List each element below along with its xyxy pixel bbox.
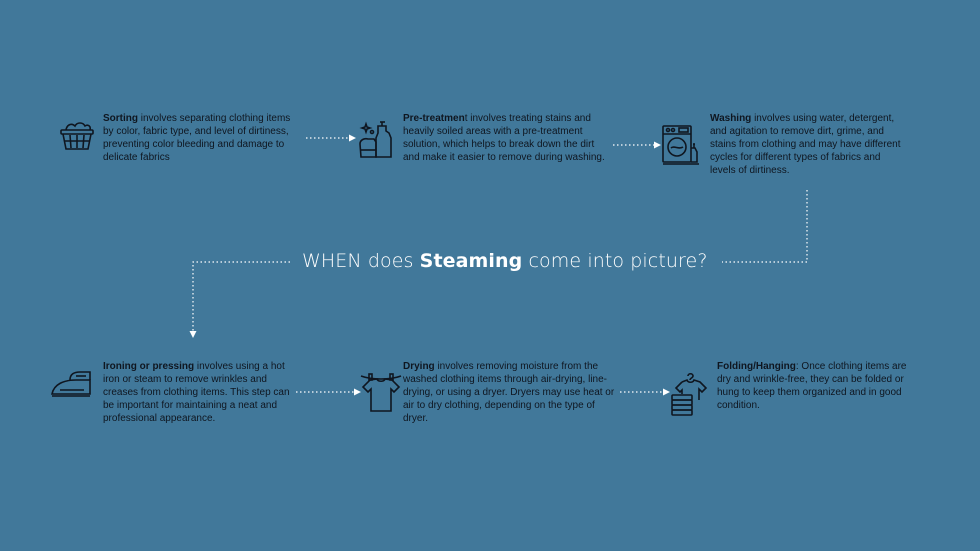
laundry-basket-icon bbox=[58, 120, 96, 152]
path-washing-to-question bbox=[722, 190, 808, 263]
arrowhead-2 bbox=[654, 141, 661, 149]
step-body: involves separating clothing items by co… bbox=[103, 113, 291, 163]
question-suffix: come into picture? bbox=[522, 250, 708, 272]
step-text-pretreatment: Pre-treatment involves treating stains a… bbox=[403, 112, 608, 164]
step-title: Folding/Hanging bbox=[717, 361, 796, 372]
central-question: WHEN does Steaming come into picture? bbox=[302, 250, 708, 272]
step-text-washing: Washing involves using water, detergent,… bbox=[710, 112, 905, 177]
step-body: involves using a hot iron or steam to re… bbox=[103, 361, 290, 424]
question-highlight: Steaming bbox=[419, 250, 523, 272]
washing-machine-icon bbox=[661, 124, 701, 166]
path-question-to-ironing bbox=[192, 261, 290, 332]
step-text-folding: Folding/Hanging: Once clothing items are… bbox=[717, 360, 912, 412]
step-title: Pre-treatmen bbox=[403, 113, 465, 124]
arrowhead-3 bbox=[189, 331, 197, 338]
step-body: t involves treating stains and heavily s… bbox=[403, 113, 605, 163]
step-body: involves using water, detergent, and agi… bbox=[710, 113, 901, 176]
step-text-sorting: Sorting involves separating clothing ite… bbox=[103, 112, 298, 164]
step-title: Drying bbox=[403, 361, 435, 372]
step-body: involves removing moisture from the wash… bbox=[403, 361, 615, 424]
step-title: Sorting bbox=[103, 113, 138, 124]
question-prefix: WHEN does bbox=[302, 250, 420, 272]
step-body: : Once clothing items are dry and wrinkl… bbox=[717, 361, 907, 411]
step-text-drying: Drying involves removing moisture from t… bbox=[403, 360, 618, 425]
iron-icon bbox=[50, 370, 94, 398]
step-title: Ironing or pressing bbox=[103, 361, 195, 372]
arrowhead-1 bbox=[349, 134, 356, 142]
step-title: Washing bbox=[710, 113, 752, 124]
detergent-bottles-icon bbox=[356, 118, 396, 160]
step-text-ironing: Ironing or pressing involves using a hot… bbox=[103, 360, 298, 425]
hanger-folded-clothes-icon bbox=[668, 372, 714, 418]
clothesline-shirt-icon bbox=[360, 370, 402, 414]
